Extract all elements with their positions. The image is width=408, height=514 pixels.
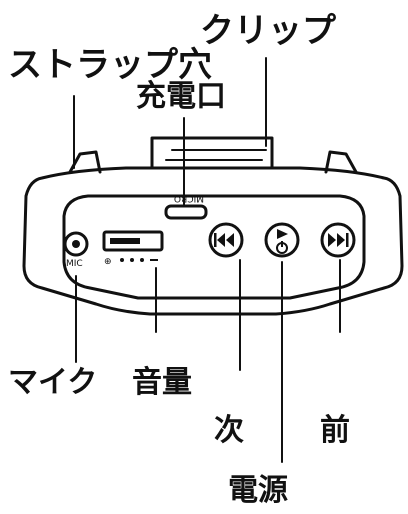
svg-text:⊕: ⊕ [104, 257, 112, 267]
label-power: 電源 [228, 473, 288, 508]
charge-port: MICRO [164, 193, 208, 220]
label-clip: クリップ [200, 11, 336, 51]
mic-port-text: MIC [66, 259, 83, 269]
label-next: 次 [214, 413, 244, 448]
usb-text: MICRO [174, 193, 204, 203]
label-prev: 前 [320, 413, 350, 448]
label-mic: マイク [8, 365, 98, 400]
clip-body [150, 136, 274, 170]
mic-port: MIC [63, 231, 89, 269]
device-front-panel [62, 194, 366, 300]
volume-slider: ⊕ [102, 230, 164, 267]
prev-button [320, 222, 356, 258]
label-volume: 音量 [132, 365, 192, 400]
label-charge-port: 充電口 [136, 79, 226, 114]
device-outer-shell [22, 166, 404, 316]
next-button [208, 222, 244, 258]
label-strap-hole: ストラップ穴 [8, 45, 212, 85]
strap-lug-right [324, 150, 358, 174]
power-button [264, 222, 300, 258]
